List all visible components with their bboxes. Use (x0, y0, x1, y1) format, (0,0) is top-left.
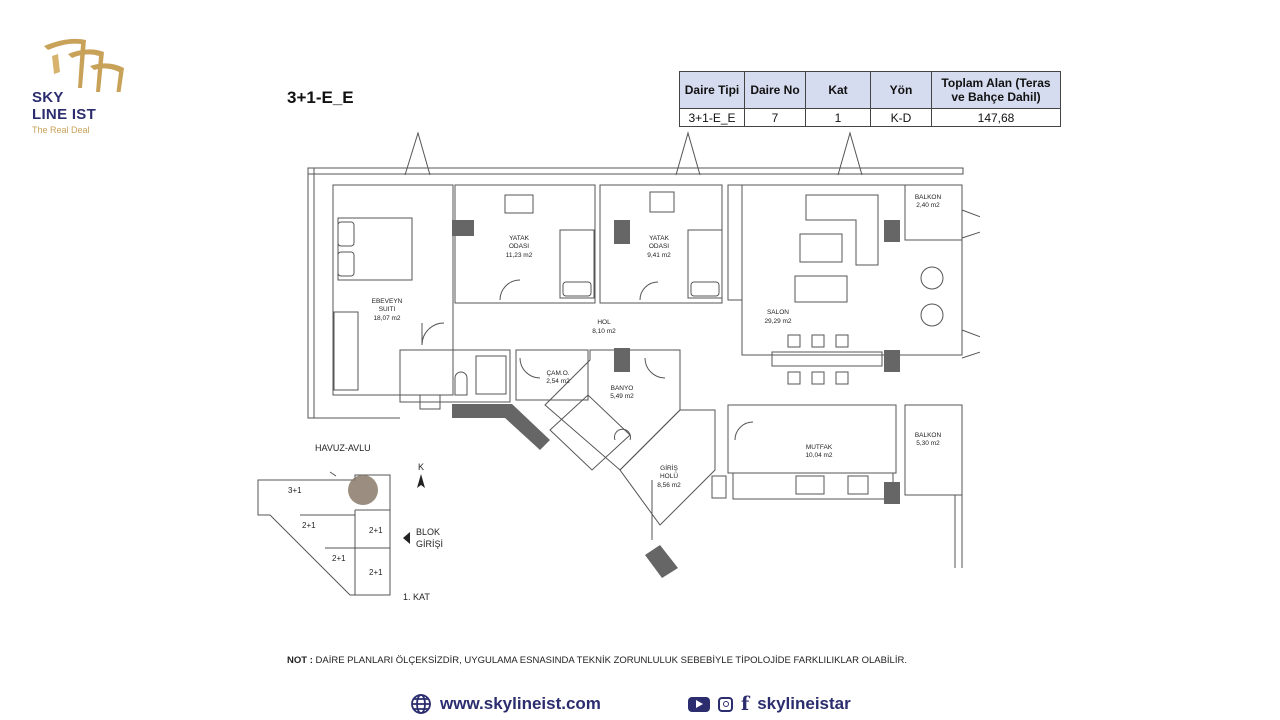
area-salon: 29,29 m2 (764, 318, 791, 325)
facebook-icon[interactable]: f (741, 692, 750, 715)
header-toplam-alan: Toplam Alan (Teras ve Bahçe Dahil) (931, 71, 1061, 109)
logo-line-1: SKY (32, 89, 64, 106)
key-unit-1: 3+1 (288, 486, 302, 495)
apartment-info-table: Daire Tipi Daire No Kat Yön Toplam Alan … (679, 71, 1061, 127)
label-yatak-2a: YATAK (649, 235, 670, 242)
key-unit-3: 2+1 (369, 526, 383, 535)
brand-logo: SKY LINE IST The Real Deal (28, 32, 138, 142)
key-unit-5: 2+1 (369, 568, 383, 577)
label-yatak-1b: ODASI (509, 243, 529, 250)
area-giris: 8,56 m2 (657, 482, 681, 489)
label-giris-b: HOLÜ (660, 472, 678, 480)
floor-label: 1. KAT (403, 592, 430, 602)
header-daire-tipi: Daire Tipi (679, 71, 745, 109)
globe-icon (411, 694, 431, 714)
area-yatak-1: 11,23 m2 (506, 252, 533, 259)
header-daire-no: Daire No (744, 71, 806, 109)
header-kat: Kat (805, 71, 871, 109)
label-havuz-avlu: HAVUZ-AVLU (315, 443, 371, 453)
cell-toplam-alan: 147,68 (931, 108, 1061, 127)
area-balkon-1: 2,40 m2 (916, 202, 940, 209)
key-plan: HAVUZ-AVLU K 3+1 2+1 2+1 2+1 2+1 BLOK Gİ… (288, 443, 443, 602)
footer-website[interactable]: www.skylineist.com (410, 690, 601, 718)
logo-line-2: LINE IST (32, 106, 97, 123)
area-hol: 8,10 m2 (592, 328, 616, 335)
area-banyo: 5,49 m2 (610, 393, 634, 400)
social-handle[interactable]: skylineistar (757, 694, 851, 713)
label-salon: SALON (767, 309, 789, 316)
table-row: 3+1-E_E 7 1 K-D 147,68 (679, 108, 1061, 127)
disclaimer-note: NOT : DAİRE PLANLARI ÖLÇEKSİZDİR, UYGULA… (287, 655, 907, 666)
cell-daire-no: 7 (744, 108, 806, 127)
key-unit-2: 2+1 (302, 521, 316, 530)
label-giris-a: GİRİŞ (660, 463, 678, 472)
area-yatak-2: 9,41 m2 (647, 252, 671, 259)
label-mutfak: MUTFAK (806, 444, 833, 451)
cell-daire-tipi: 3+1-E_E (679, 108, 745, 127)
cell-yon: K-D (870, 108, 932, 127)
area-balkon-2: 5,30 m2 (916, 440, 940, 447)
label-balkon-2: BALKON (915, 432, 942, 439)
key-plan-highlight (348, 475, 378, 505)
youtube-icon[interactable] (688, 696, 710, 712)
plan-title: 3+1-E_E (287, 88, 354, 107)
floor-plan-drawing: BALKON 2,40 m2 YATAK ODASI 11,23 m2 YATA… (257, 131, 980, 602)
key-unit-4: 2+1 (332, 554, 346, 563)
header-yon: Yön (870, 71, 932, 109)
blok-label-2: GİRİŞİ (416, 539, 443, 549)
website-link[interactable]: www.skylineist.com (440, 694, 601, 713)
entrance-arrow-icon (403, 532, 410, 544)
note-text: DAİRE PLANLARI ÖLÇEKSİZDİR, UYGULAMA ESN… (312, 655, 907, 666)
label-balkon-1: BALKON (915, 194, 942, 201)
logo-mark (44, 38, 124, 92)
note-label: NOT : (287, 655, 313, 666)
label-yatak-2b: ODASI (649, 243, 669, 250)
area-mutfak: 10,04 m2 (805, 452, 832, 459)
north-arrow-icon (417, 474, 425, 488)
label-camasir: ÇAM.O. (546, 370, 569, 377)
area-ebeveyn: 18,07 m2 (373, 315, 400, 322)
cell-kat: 1 (805, 108, 871, 127)
blok-label-1: BLOK (416, 527, 440, 537)
label-yatak-1a: YATAK (509, 235, 530, 242)
label-hol: HOL (597, 319, 611, 326)
label-ebeveyn-b: SUITI (379, 306, 396, 313)
logo-tagline: The Real Deal (32, 125, 90, 135)
instagram-icon[interactable] (718, 696, 733, 712)
room-labels: BALKON 2,40 m2 YATAK ODASI 11,23 m2 YATA… (372, 194, 942, 489)
footer-social: f skylineistar (688, 690, 851, 718)
table-header-row: Daire Tipi Daire No Kat Yön Toplam Alan … (679, 71, 1061, 109)
area-camasir: 2,54 m2 (546, 378, 570, 385)
label-banyo: BANYO (611, 385, 634, 392)
north-label: K (418, 462, 424, 472)
label-ebeveyn-a: EBEVEYN (372, 298, 403, 305)
